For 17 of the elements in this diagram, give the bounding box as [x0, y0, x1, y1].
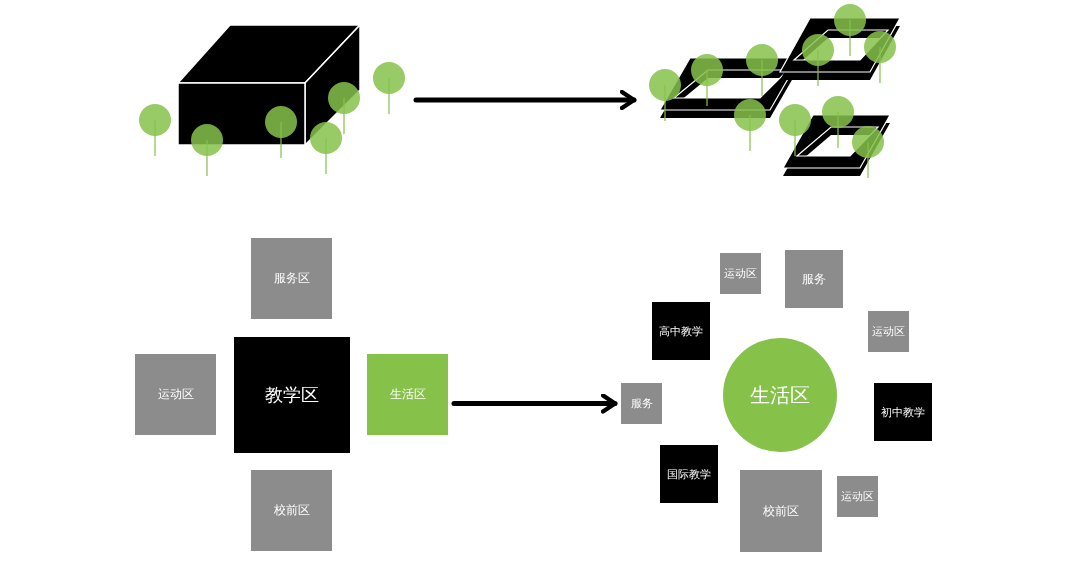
zone-box: 运动区	[720, 253, 761, 294]
zone-box: 服务区	[251, 238, 332, 319]
zone-box: 国际教学	[660, 445, 718, 503]
zone-box: 生活区	[367, 354, 448, 435]
arrow	[451, 393, 618, 414]
zone-box: 初中教学	[874, 383, 932, 441]
zone-box: 服务	[621, 383, 662, 424]
arrow	[413, 89, 637, 111]
zone-circle: 生活区	[723, 338, 837, 452]
zone-box: 高中教学	[652, 302, 710, 360]
zone-box: 运动区	[868, 311, 909, 352]
zone-box: 运动区	[837, 476, 878, 517]
zone-box: 运动区	[135, 354, 216, 435]
zone-box: 校前区	[740, 470, 822, 552]
zone-box: 教学区	[234, 337, 350, 453]
zone-box: 校前区	[251, 470, 332, 551]
zone-box: 服务	[785, 250, 843, 308]
